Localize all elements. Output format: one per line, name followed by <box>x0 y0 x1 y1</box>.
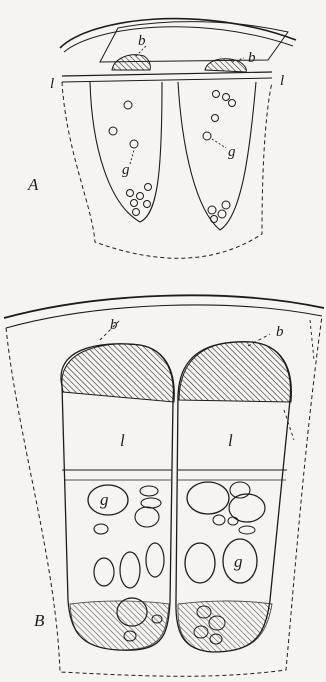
panel-a-label: A <box>28 176 38 193</box>
panel-a-granule <box>211 216 218 223</box>
panel-a-granule <box>223 94 230 101</box>
panel-a-granule <box>133 209 140 216</box>
panel-a-leader-g-left <box>130 150 134 164</box>
panel-b-granule <box>120 552 140 588</box>
panel-b-label-b-right: b <box>276 325 284 340</box>
panel-b-granule <box>140 486 158 496</box>
panel-b-granule <box>146 543 164 577</box>
panel-a-left-sac <box>90 82 162 222</box>
panel-b-granule <box>213 515 225 525</box>
panel-a-top-wall-inner <box>64 27 293 52</box>
panel-a-label-l-right: l <box>280 74 284 89</box>
panel-b-granule <box>239 526 255 534</box>
panel-b-label: B <box>34 612 44 629</box>
panel-a-label-b-left: b <box>138 34 146 49</box>
panel-a-granule <box>127 190 134 197</box>
panel-b-label-l-left: l <box>120 432 125 449</box>
panel-a-granule <box>145 184 152 191</box>
panel-a-granule <box>109 127 117 135</box>
panel-b-cap-left <box>62 344 174 402</box>
panel-a-label-l-left: l <box>50 77 54 92</box>
panel-b-cap-right <box>179 342 291 402</box>
panel-a-granule <box>218 210 226 218</box>
panel-a-granule <box>144 201 151 208</box>
panel-a-top-wall-outer <box>60 19 296 48</box>
panel-b-granule <box>94 558 114 586</box>
panel-b-label-l-right: l <box>228 432 233 449</box>
panel-b-granule <box>94 524 108 534</box>
panel-b-top-wall-inner <box>6 305 322 328</box>
panel-b-granule <box>187 482 229 514</box>
panel-a-label-b-right: b <box>248 51 256 66</box>
panel-a-granule <box>212 115 219 122</box>
panel-b-granule <box>185 543 215 583</box>
panel-a-right-sac <box>178 82 256 230</box>
panel-a-granule <box>203 132 211 140</box>
panel-b-base-left <box>70 601 169 650</box>
panel-b-granule <box>228 517 238 525</box>
panel-b-granule <box>135 507 159 527</box>
panel-b-section <box>4 295 324 676</box>
panel-b-granule <box>141 498 161 508</box>
panel-a-granule <box>213 91 220 98</box>
panel-a-granule <box>222 201 230 209</box>
panel-b-top-wall-outer <box>4 295 324 318</box>
panel-b-label-g-right: g <box>234 553 243 570</box>
panel-a-dashed-outline <box>62 82 272 258</box>
panel-a-layer-line-2 <box>62 78 272 82</box>
panel-a-leader-g-right <box>212 139 226 148</box>
panel-a-granule <box>208 206 216 214</box>
panel-a-section <box>60 19 296 259</box>
panel-b-base-right <box>178 601 272 652</box>
panel-b-granule <box>229 494 265 522</box>
panel-a-label-g-right: g <box>228 145 236 160</box>
panel-a-granule <box>124 101 132 109</box>
panel-b-label-b-left: b <box>110 318 118 333</box>
panel-b-leader-right-edge <box>310 320 314 360</box>
panel-a-label-g-left: g <box>122 163 130 178</box>
panel-a-granule <box>229 100 236 107</box>
panel-a-granule <box>137 193 144 200</box>
panel-b-label-g-left: g <box>100 491 109 508</box>
panel-a-cap-left <box>112 55 150 70</box>
panel-a-granule <box>130 140 138 148</box>
panel-a-granule <box>131 200 138 207</box>
panel-a-layer-line-1 <box>62 72 272 76</box>
